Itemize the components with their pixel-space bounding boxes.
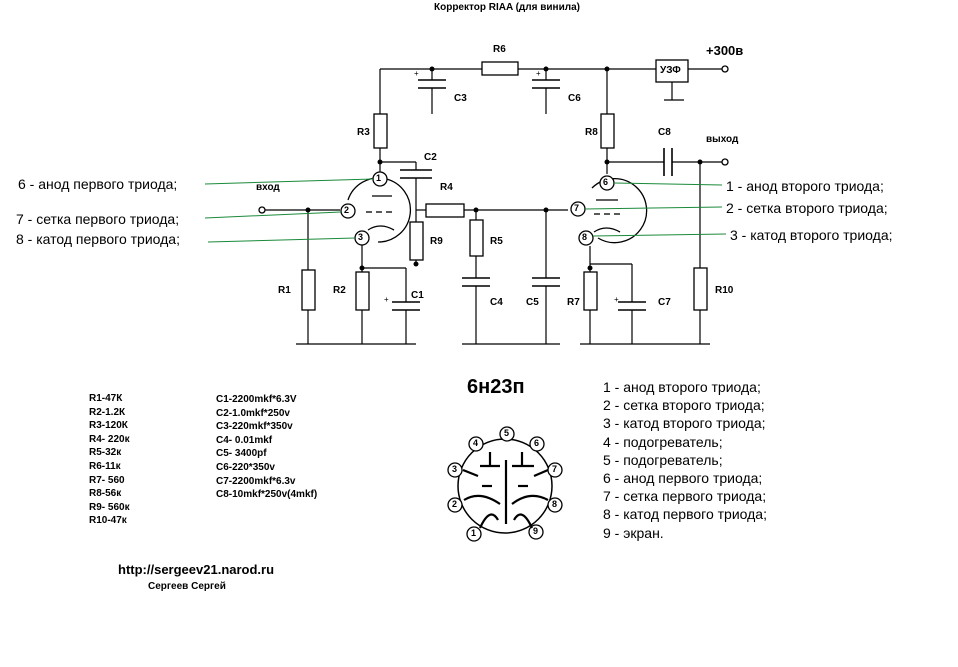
pinout-item: 6 - анод первого триода; [603, 470, 763, 487]
pin-note-right-3: 3 - катод второго триода; [730, 227, 893, 243]
author-name: Сергеев Сергей [148, 581, 226, 592]
pin-note-right-1: 1 - анод второго триода; [726, 178, 884, 194]
capacitor-item: C7-2200mkf*6.3v [216, 475, 296, 487]
pinout-item: 4 - подогреватель; [603, 433, 723, 450]
svg-text:+: + [536, 69, 541, 78]
wiring [264, 68, 722, 345]
polarity-marks: + + + + [384, 69, 619, 304]
capacitors [392, 79, 673, 311]
capacitor-item: C4- 0.01mkf [216, 434, 273, 446]
triode-2 [591, 178, 648, 244]
label-r4: R4 [440, 182, 453, 193]
label-c7: C7 [658, 297, 671, 308]
tube-socket-diagram [447, 426, 563, 542]
label-r5: R5 [490, 236, 503, 247]
capacitor-item: C2-1.0mkf*250v [216, 407, 290, 419]
label-c5: C5 [526, 297, 539, 308]
capacitor-item: C6-220*350v [216, 461, 275, 473]
terminals [258, 65, 729, 214]
label-r10: R10 [715, 285, 734, 296]
pin-note-left-2: 7 - сетка первого триода; [16, 211, 180, 227]
pinout-item: 5 - подогреватель; [603, 451, 723, 468]
socket-pin-8: 8 [552, 499, 558, 509]
resistor-item: R8-56к [89, 488, 122, 500]
label-c4: C4 [490, 297, 503, 308]
input-label: вход [256, 182, 280, 193]
pinout-item: 8 - катод первого триода; [603, 506, 767, 523]
label-r7: R7 [567, 297, 580, 308]
supply-label: +300в [706, 43, 744, 58]
socket-pin-7: 7 [552, 464, 558, 474]
triode2-pin-8: 8 [582, 232, 588, 242]
pinout-item: 1 - анод второго триода; [603, 379, 761, 395]
resistor-item: R10-47к [89, 515, 127, 527]
capacitor-list: C1-2200mkf*6.3V C2-1.0mkf*250v C3-220mkf… [216, 393, 317, 502]
label-c1: C1 [411, 290, 424, 301]
triode1-pin-3: 3 [358, 232, 364, 242]
resistor-item: R3-120К [89, 420, 128, 432]
socket-pin-3: 3 [452, 464, 458, 474]
resistor-item: R7- 560 [89, 474, 125, 486]
svg-text:+: + [384, 295, 389, 304]
triode-1 [347, 177, 412, 243]
svg-text:+: + [614, 295, 619, 304]
label-r6: R6 [493, 44, 506, 55]
socket-pin-9: 9 [533, 526, 539, 536]
pinout-list: 1 - анод второго триода; 2 - сетка второ… [603, 378, 767, 542]
resistor-item: R2-1.2К [89, 406, 126, 418]
capacitor-item: C8-10mkf*250v(4mkf) [216, 489, 318, 501]
pin-note-left-1: 6 - анод первого триода; [18, 176, 178, 192]
socket-pin-6: 6 [534, 438, 540, 448]
junction-dots [305, 66, 703, 271]
resistor-item: R9- 560к [89, 501, 130, 513]
triode1-pin-1: 1 [376, 173, 382, 183]
resistors [301, 59, 708, 311]
resistor-list: R1-47К R2-1.2К R3-120К R4- 220к R5-32к R… [89, 392, 130, 528]
tube-type-title: 6н23п [467, 376, 525, 398]
label-r1: R1 [278, 285, 291, 296]
resistor-item: R4- 220к [89, 433, 130, 445]
capacitor-item: C5- 3400pf [216, 448, 267, 460]
output-label: выход [706, 134, 739, 145]
triode1-pin-2: 2 [344, 205, 350, 215]
triode2-pin-7: 7 [574, 203, 580, 213]
resistor-item: R6-11к [89, 460, 121, 472]
label-c3: C3 [454, 93, 467, 104]
capacitor-item: C3-220mkf*350v [216, 421, 293, 433]
source-url: http://sergeev21.narod.ru [118, 562, 275, 577]
socket-pin-1: 1 [471, 528, 477, 538]
pinout-item: 2 - сетка второго триода; [603, 397, 765, 414]
label-r3: R3 [357, 127, 370, 138]
capacitor-item: C1-2200mkf*6.3V [216, 394, 297, 405]
pinout-item: 7 - сетка первого триода; [603, 488, 767, 505]
label-r9: R9 [430, 236, 443, 247]
label-c6: C6 [568, 93, 581, 104]
pinout-item: 3 - катод второго триода; [603, 415, 766, 432]
uzf-label: УЗФ [660, 65, 681, 76]
label-r2: R2 [333, 285, 346, 296]
pin-note-left-3: 8 - катод первого триода; [16, 231, 180, 247]
diagram-title: Корректор RIAA (для винила) [434, 2, 580, 13]
socket-pin-5: 5 [504, 428, 510, 438]
pin-note-right-2: 2 - сетка второго триода; [726, 200, 888, 216]
triode2-pin-6: 6 [603, 177, 609, 187]
leader-lines [204, 178, 727, 243]
socket-pin-4: 4 [473, 438, 479, 448]
label-r8: R8 [585, 127, 598, 138]
label-c8: C8 [658, 127, 671, 138]
resistor-item: R1-47К [89, 393, 123, 404]
label-c2: C2 [424, 152, 437, 163]
resistor-item: R5-32к [89, 447, 122, 459]
svg-text:+: + [414, 69, 419, 78]
pinout-item: 9 - экран. [603, 524, 664, 541]
socket-pin-2: 2 [452, 499, 458, 509]
